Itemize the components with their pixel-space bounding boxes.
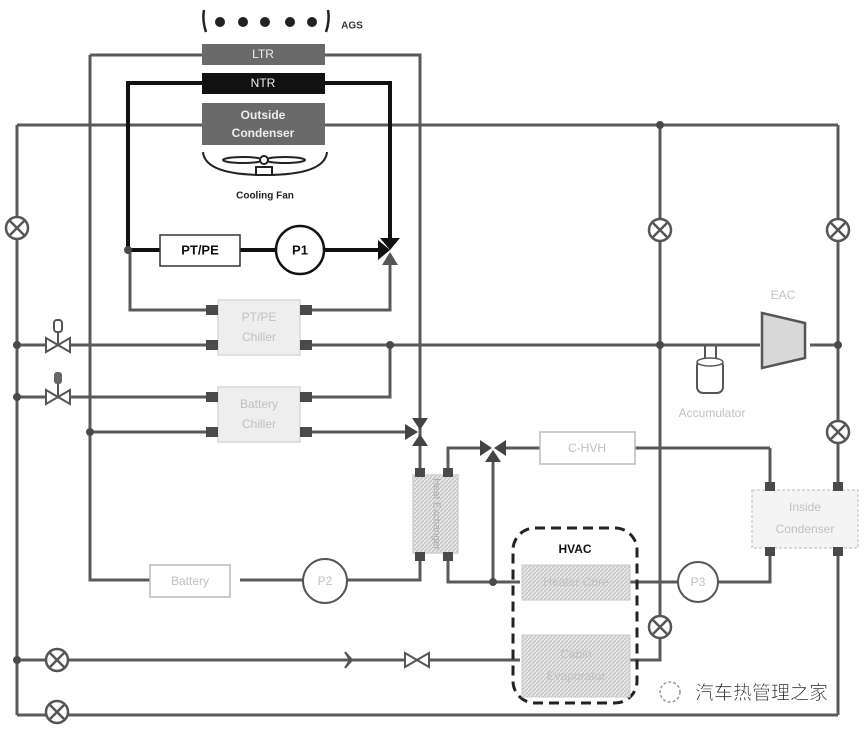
- battery-chiller-label-2: Chiller: [242, 417, 276, 431]
- check-valve-icon: [344, 651, 354, 669]
- inside-condenser-label-1: Inside: [789, 500, 821, 514]
- pump-p1-label: P1: [292, 242, 308, 257]
- battery: Battery: [149, 564, 231, 598]
- solenoid-valve-1-icon: [45, 319, 71, 354]
- cooling-fan-label: Cooling Fan: [236, 191, 294, 202]
- battery-label: Battery: [171, 574, 209, 588]
- heat-exchanger-label: Heat Exchanger: [430, 478, 441, 550]
- accumulator-label: Accumulator: [679, 406, 746, 420]
- three-way-valve-3-icon: [480, 440, 506, 462]
- pt-pe-chiller-label-1: PT/PE: [242, 310, 277, 324]
- three-way-valve-2-icon: [405, 418, 428, 446]
- compressor: EAC: [760, 288, 807, 370]
- ags-label: AGS: [341, 21, 363, 32]
- compressor-label: EAC: [771, 288, 796, 302]
- expansion-valve-4-icon: [825, 419, 851, 445]
- inside-condenser: Inside Condenser: [751, 482, 859, 556]
- watermark-text: 汽车热管理之家: [695, 682, 828, 704]
- expansion-valve-5-icon: [647, 614, 673, 640]
- heater-core-label: Heater Core: [543, 575, 609, 589]
- coolant-loop: [124, 81, 392, 254]
- cabin-evaporator-label-1: Cabin: [560, 647, 591, 661]
- hvac-label: HVAC: [558, 542, 591, 556]
- expansion-valve-2-icon: [647, 217, 673, 243]
- inside-condenser-label-2: Condenser: [776, 522, 835, 536]
- pump-p1: P1: [274, 224, 326, 276]
- pump-p2: P2: [302, 558, 348, 604]
- pump-p2-label: P2: [318, 574, 333, 588]
- battery-chiller: Battery Chiller: [206, 386, 312, 443]
- pt-pe-chiller-label-2: Chiller: [242, 330, 276, 344]
- expansion-valve-3-icon: [825, 217, 851, 243]
- pt-pe-label: PT/PE: [181, 242, 219, 257]
- cabin-evaporator: Cabin Evaporator: [521, 634, 631, 698]
- battery-chiller-label-1: Battery: [240, 397, 278, 411]
- outside-condenser: Outside Condenser: [202, 103, 325, 145]
- ntr-label: NTR: [251, 76, 276, 90]
- hvac-module: HVAC Heater Core Cabin Evaporator: [511, 526, 639, 705]
- c-hvh-label: C-HVH: [568, 441, 606, 455]
- three-way-valve-coolant-icon: [378, 238, 400, 265]
- expansion-valve-6-icon: [44, 647, 70, 673]
- outside-condenser-label-2: Condenser: [232, 126, 295, 140]
- outside-condenser-label-1: Outside: [241, 108, 286, 122]
- pt-pe-chiller: PT/PE Chiller: [206, 299, 312, 356]
- cooling-fan-icon: Cooling Fan: [202, 151, 328, 202]
- watermark: 汽车热管理之家: [659, 681, 828, 704]
- expansion-valve-1-icon: [4, 215, 30, 241]
- junction-dots: [13, 121, 842, 664]
- pump-p3: P3: [677, 561, 719, 603]
- shutoff-valve-icon: [404, 651, 430, 669]
- pump-p3-label: P3: [691, 575, 706, 589]
- accumulator: Accumulator: [679, 345, 746, 420]
- ltr-label: LTR: [252, 47, 274, 61]
- ntr-radiator: NTR: [202, 73, 325, 94]
- heat-exchanger: Heat Exchanger: [412, 468, 459, 561]
- heater-core: Heater Core: [521, 564, 631, 601]
- active-grille-shutter: AGS: [202, 9, 363, 33]
- solenoid-valve-2-icon: [45, 372, 71, 406]
- c-hvh-heater: C-HVH: [539, 431, 636, 465]
- cabin-evaporator-label-2: Evaporator: [547, 669, 606, 683]
- ltr-radiator: LTR: [202, 44, 325, 65]
- pt-pe-unit: PT/PE: [159, 234, 241, 267]
- expansion-valve-7-icon: [44, 699, 70, 725]
